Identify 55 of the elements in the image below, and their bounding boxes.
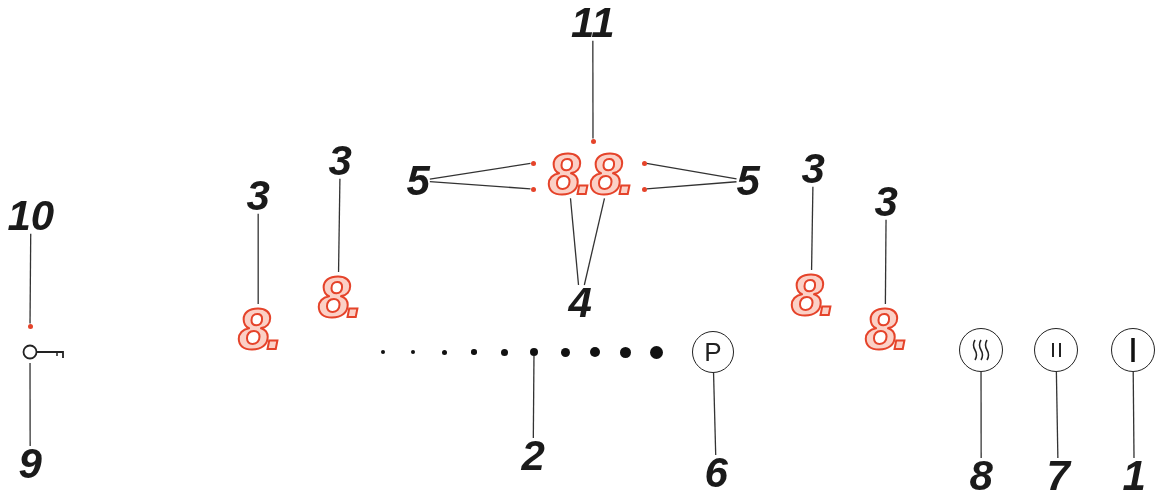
leader-line <box>1055 371 1059 459</box>
slider-dot <box>619 346 631 358</box>
leader-line <box>592 40 594 140</box>
slider-dot <box>471 349 477 355</box>
leader-line <box>532 355 535 439</box>
leader-line <box>1132 371 1135 459</box>
leader-line <box>257 213 259 305</box>
slider-dot <box>649 345 663 359</box>
display-digit: 8. <box>865 304 906 354</box>
leader-line <box>980 371 982 459</box>
callout-number: 1 <box>1122 458 1146 494</box>
callout-number: 8 <box>969 458 993 494</box>
callout-number: 3 <box>801 151 825 187</box>
leader-line <box>337 178 341 273</box>
display-digit: 8. <box>238 304 279 354</box>
callout-number: 9 <box>18 446 42 482</box>
display-digit: 8. <box>791 270 832 320</box>
indicator-dot <box>641 160 647 166</box>
leader-line <box>583 197 606 286</box>
indicator-dot <box>530 160 536 166</box>
display-digit: 8. <box>590 149 631 199</box>
leader-line <box>29 362 31 447</box>
leader-line <box>429 162 532 180</box>
indicator-dot <box>27 323 33 329</box>
slider-dot <box>560 347 570 357</box>
callout-number: 10 <box>7 198 55 234</box>
leader-line <box>884 219 887 305</box>
display-digit: 8. <box>548 149 589 199</box>
display-digit: 8. <box>318 272 359 322</box>
indicator-dot <box>590 138 596 144</box>
slider-dot <box>410 349 416 355</box>
leader-line <box>810 186 814 271</box>
slider-dot <box>441 349 447 355</box>
leader-line <box>712 372 717 456</box>
leader-line <box>569 197 580 286</box>
slider-dot <box>530 348 538 356</box>
slider-dot <box>381 350 385 354</box>
slider-dot <box>500 348 508 356</box>
callout-number: 4 <box>568 285 592 321</box>
indicator-dot <box>530 186 536 192</box>
leader-line <box>645 181 738 190</box>
callout-number: 2 <box>521 438 545 474</box>
callout-number: 3 <box>246 178 270 214</box>
callout-number: 5 <box>736 163 760 199</box>
callout-number: 3 <box>328 143 352 179</box>
callout-number: 11 <box>571 5 615 41</box>
indicator-dot <box>641 186 647 192</box>
callout-number: 5 <box>406 163 430 199</box>
leader-line <box>429 181 532 190</box>
leader-line <box>645 162 738 180</box>
slider-dot <box>590 347 600 357</box>
callout-number: 7 <box>1046 458 1070 494</box>
leader-line <box>29 233 32 325</box>
callout-number: 6 <box>704 455 728 491</box>
callout-number: 3 <box>874 184 898 220</box>
